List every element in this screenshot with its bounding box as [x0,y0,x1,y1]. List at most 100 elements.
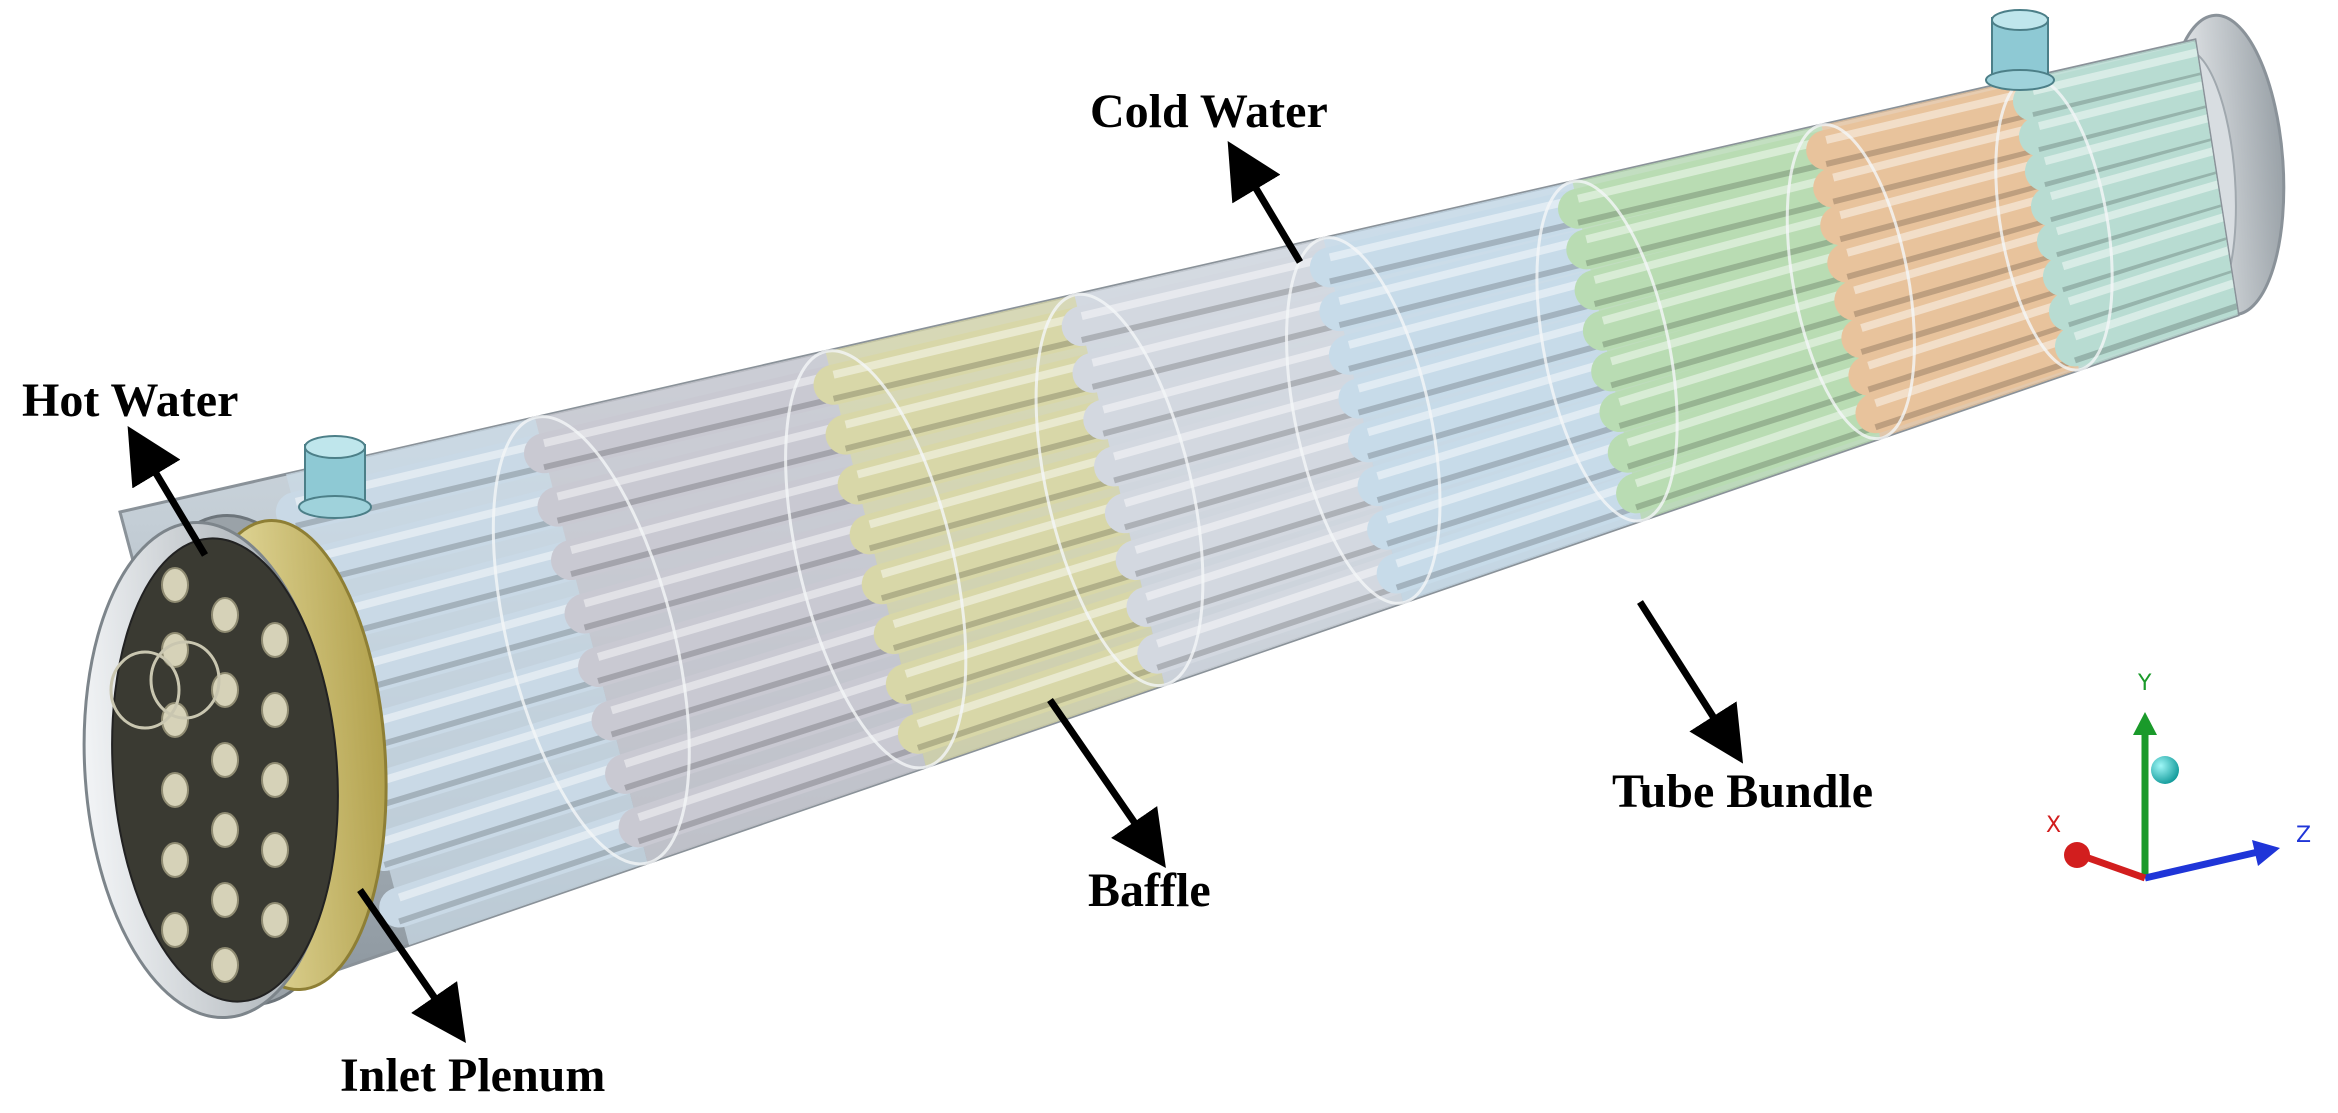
tube-shadow [1376,423,1621,503]
tube-highlight [339,599,586,676]
tube-hole [261,692,289,728]
tube-highlight [309,492,559,563]
tube-shadow [339,624,586,699]
label-cold-water: Cold Water [1090,85,1328,138]
tube-highlight [1626,361,1870,447]
tube [537,414,866,527]
tube [897,633,1178,754]
tube [1357,392,1640,507]
tube [1841,256,2083,359]
tube-shadow [856,430,1105,502]
tube [1566,167,1854,270]
tube [1072,291,1360,393]
baffle [1785,123,1916,441]
tube-highlight [1832,122,2040,182]
tube [1338,310,1623,419]
tube-shadow [2074,290,2238,364]
hot-water-nozzle [298,435,372,519]
tube-shadow [597,595,883,684]
tube [1367,432,1648,550]
axis-sphere [2151,756,2179,784]
tube-highlight [1338,235,1588,306]
tube-highlight [1577,136,1828,203]
tube [861,493,1145,605]
tube [1104,422,1389,534]
tube-shadow [1635,424,1877,511]
tube-highlight [844,359,1094,429]
tube-bundle [275,40,2238,946]
tube-shadow [1113,409,1360,484]
tube [349,700,632,815]
tube [1558,130,1847,229]
tube-shadow [1832,147,2040,205]
tube [290,486,578,589]
tube-shadow [1626,386,1870,470]
tube-highlight [1145,515,1389,601]
tube-highlight [1357,316,1604,393]
tube-highlight [1860,262,2065,332]
tube-highlight [1080,253,1331,320]
tube-shadow [354,678,599,755]
cold-water-nozzle [1985,9,2055,91]
tube-shadow [324,571,572,642]
tube-highlight [397,813,640,902]
axis-label-x: X [2046,813,2061,838]
baffle-plates [491,75,2114,866]
tube-highlight [1091,297,1341,367]
tube-shadow [1618,349,1863,429]
tube-shadow [383,785,626,868]
axis-triad: Y X Z [2046,671,2311,882]
tube-shadow [1860,287,2064,355]
tube [591,614,914,741]
tube-highlight [1385,438,1630,524]
tube [1309,188,1599,288]
arrow-hot-water [127,425,209,557]
label-baffle: Baffle [1088,864,1211,917]
inlet-plenum [82,513,388,1020]
label-tube-bundle: Tube Bundle [1612,765,1874,818]
tube [885,586,1167,704]
tube [605,663,926,794]
tube-hole [261,832,289,868]
axis-z [2144,848,2259,882]
tube-highlight [368,706,613,789]
tube-highlight [1601,248,1849,325]
tube [825,352,1113,455]
tube [849,446,1135,555]
tube [551,464,878,581]
tube-highlight [1825,87,2034,144]
tube-hole [261,622,289,658]
tube-shadow [1081,278,1331,344]
tube-shadow [1602,273,1849,348]
tube-shadow [868,477,1115,552]
tube-shadow [1124,453,1369,531]
baffle [784,349,968,770]
label-inlet-plenum: Inlet Plenum [340,1049,606,1102]
axis-x-sphere [2064,842,2090,868]
tube-highlight [556,420,847,501]
tube-highlight [1634,399,1877,488]
tube [578,564,902,688]
tube-shadow [556,445,847,524]
tube-highlight [1585,173,1835,244]
tube-shadow [1329,219,1579,285]
tube-shadow [916,664,1159,751]
tube-shadow [398,838,640,925]
tube-hole [211,742,239,778]
tube-highlight [324,546,573,619]
tube [1813,116,2059,208]
tube-shadow [1348,301,1596,372]
baffle [1535,179,1679,523]
tube-hole [211,882,239,918]
tube-shadow [1610,311,1856,389]
tube-highlight [832,312,1083,379]
axis-x [2078,851,2147,882]
tube-highlight [353,653,600,732]
tube [564,514,890,634]
tube [1607,355,1889,473]
tube-shadow [1839,182,2046,243]
tube-hole [261,902,289,938]
tube-highlight [916,639,1159,728]
tube-hole [161,842,189,878]
